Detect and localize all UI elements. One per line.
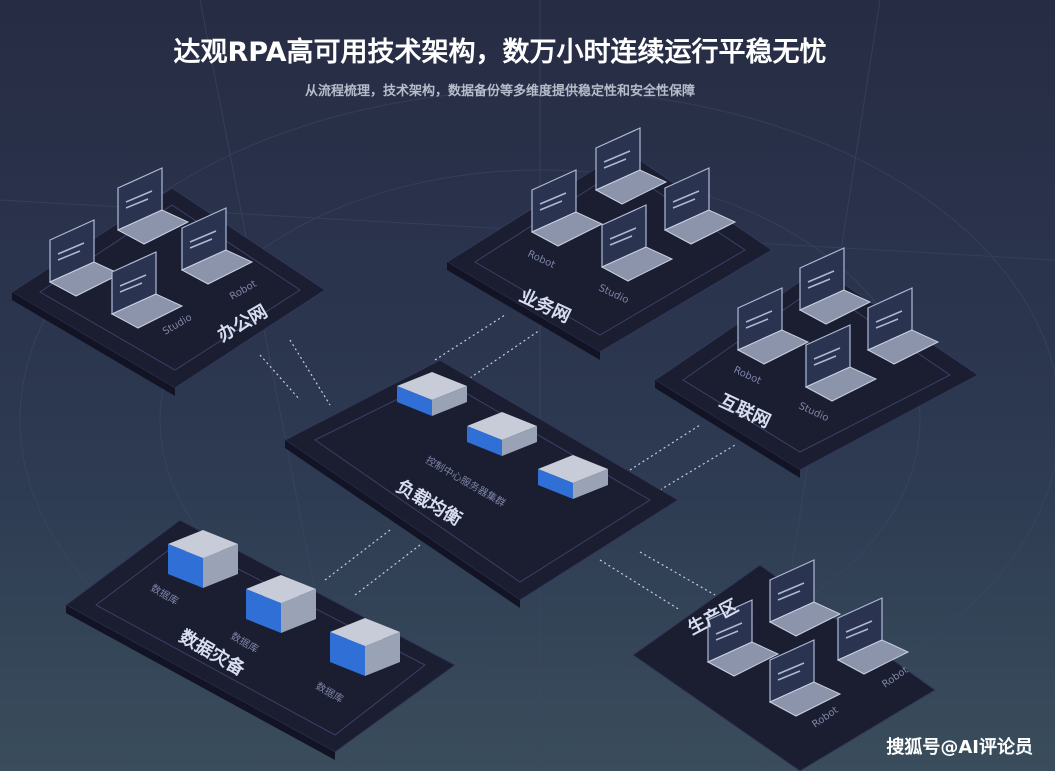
laptop-icon bbox=[706, 599, 780, 677]
database-icon bbox=[246, 575, 316, 633]
page-subtitle: 从流程梳理，技术架构，数据备份等多维度提供稳定性和安全性保障 bbox=[304, 84, 695, 99]
laptop-icon bbox=[804, 324, 878, 402]
database-icon bbox=[168, 530, 238, 588]
server-icons bbox=[168, 372, 608, 676]
server-icon bbox=[397, 372, 467, 416]
laptop-icon bbox=[736, 287, 810, 365]
laptop-icon bbox=[663, 167, 737, 245]
laptop-icon bbox=[798, 247, 872, 325]
laptop-icon bbox=[180, 207, 254, 285]
laptop-icons bbox=[48, 127, 940, 717]
laptop-icon bbox=[768, 639, 842, 717]
laptop-icon bbox=[116, 167, 190, 245]
server-icon bbox=[467, 412, 537, 456]
laptop-icon bbox=[836, 597, 910, 675]
laptop-icon bbox=[768, 559, 842, 637]
laptop-icon bbox=[48, 219, 122, 297]
laptop-icon bbox=[110, 251, 184, 329]
page-title: 达观RPA高可用技术架构，数万小时连续运行平稳无忧 bbox=[173, 37, 827, 68]
laptop-icon bbox=[866, 287, 940, 365]
database-icon bbox=[330, 618, 400, 676]
connection-lines bbox=[259, 314, 736, 611]
laptop-icon bbox=[594, 127, 668, 205]
watermark: 搜狐号@AI评论员 bbox=[886, 737, 1033, 758]
laptop-icon bbox=[600, 204, 674, 282]
zone-disaster bbox=[65, 519, 456, 760]
laptop-icon bbox=[530, 169, 604, 247]
server-icon bbox=[538, 455, 608, 499]
